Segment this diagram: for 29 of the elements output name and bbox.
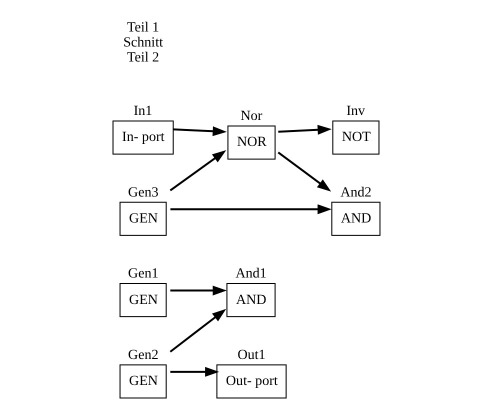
- node-label: Gen1: [128, 265, 159, 282]
- label: Schnitt: [123, 34, 164, 50]
- node-label: Nor: [240, 108, 262, 124]
- arrow: [170, 285, 227, 295]
- node-box: GEN: [120, 282, 167, 317]
- node-label: In1: [134, 102, 152, 119]
- node-label: Gen3: [128, 184, 159, 200]
- node-box: GEN: [120, 364, 167, 398]
- node-label: And1: [235, 265, 267, 282]
- node-box: NOT: [332, 120, 380, 154]
- arrow: [173, 126, 227, 136]
- node-label: Inv: [346, 102, 366, 119]
- node-box: NOR: [227, 124, 276, 160]
- label: Teil 2: [127, 48, 160, 65]
- arrow: [170, 366, 220, 376]
- node-label: And2: [340, 184, 372, 200]
- node-box: Out- port: [216, 364, 287, 398]
- arrow: [170, 308, 226, 352]
- arrow: [170, 150, 226, 191]
- node-box: In- port: [112, 120, 174, 154]
- node-label: Out1: [237, 346, 266, 362]
- arrow: [278, 151, 332, 192]
- node-box: AND: [331, 201, 380, 236]
- label: Teil 1: [127, 18, 160, 35]
- node-box: AND: [226, 282, 276, 317]
- node-box: GEN: [120, 201, 167, 236]
- arrow: [278, 124, 332, 134]
- arrow: [170, 204, 332, 214]
- node-label: Gen2: [128, 346, 159, 362]
